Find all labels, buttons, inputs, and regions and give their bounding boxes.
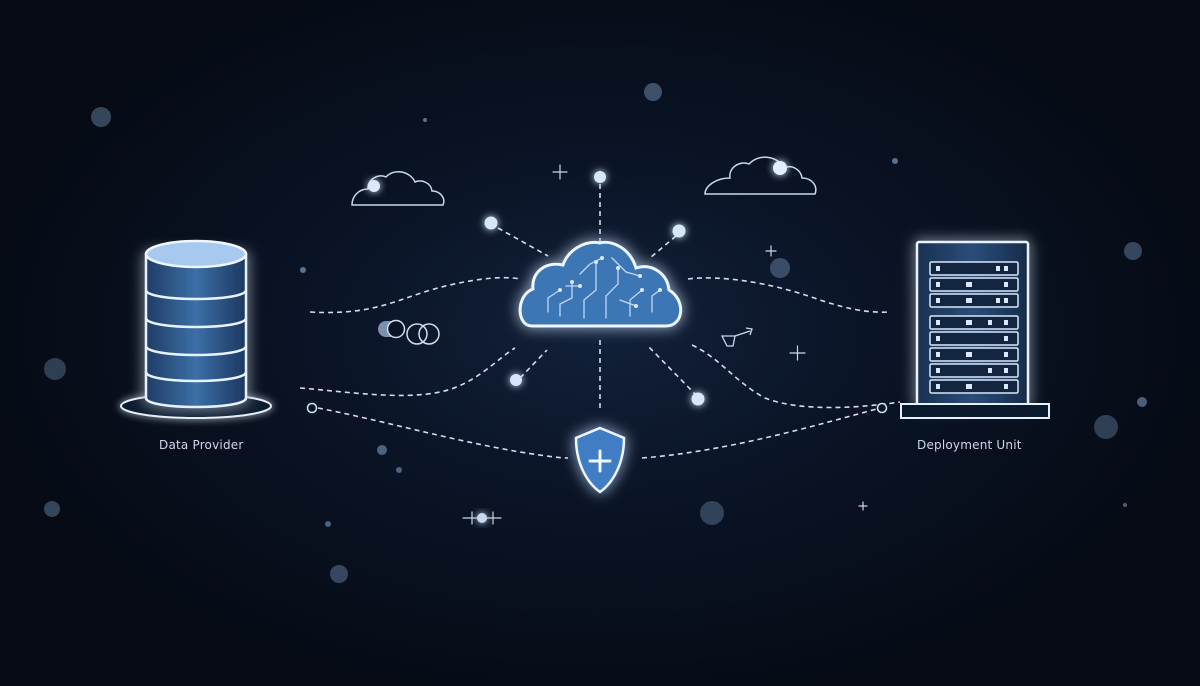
path-source-to-hub-upper: [309, 276, 521, 314]
sparkle-icon: [858, 501, 868, 511]
server-rack-icon: [900, 240, 1050, 419]
spoke-node: [594, 171, 606, 183]
small-cloud-right-icon: [704, 156, 817, 195]
shield-plus-icon: [574, 426, 626, 494]
particle: [644, 83, 662, 101]
spoke-nodes: [484, 171, 705, 406]
path-hub-to-target-lower: [691, 344, 901, 409]
particle: [770, 258, 790, 278]
particle: [396, 467, 402, 473]
database-icon: [120, 239, 272, 419]
path-hub-to-target-upper: [687, 277, 891, 313]
endpoint-left: [306, 402, 318, 414]
cloud-circuit-icon: [518, 240, 683, 328]
background-particles: [44, 83, 1147, 583]
data-provider-label: Data Provider: [159, 438, 244, 452]
sparkle-icon: [789, 345, 806, 361]
particle: [377, 445, 387, 455]
particle: [1123, 503, 1127, 507]
spoke-upper-right: [649, 235, 677, 259]
spoke-upper-left: [497, 227, 549, 257]
sparkle-icon: [765, 245, 777, 257]
particle: [44, 358, 66, 380]
particle: [423, 118, 427, 122]
deployment-unit-label: Deployment Unit: [917, 438, 1022, 452]
endpoint-right: [876, 402, 888, 414]
particle: [1137, 397, 1147, 407]
spoke-node: [691, 392, 705, 406]
sparkle-dot: [477, 513, 487, 523]
particle: [330, 565, 348, 583]
particle: [1124, 242, 1142, 260]
particle: [91, 107, 111, 127]
sparkle-icon: [552, 164, 568, 180]
toggle-icon: [378, 319, 440, 345]
spoke-node: [484, 216, 498, 230]
small-cloud-left-icon: [351, 170, 445, 206]
spoke-lower-right: [647, 345, 698, 397]
spoke-node: [672, 224, 686, 238]
path-source-to-hub-lower: [299, 347, 516, 397]
particle: [1094, 415, 1118, 439]
particle: [892, 158, 898, 164]
sparkles: [462, 164, 868, 525]
pipeline-glyph-icon: [720, 327, 753, 347]
spoke-lower-left: [519, 349, 548, 379]
particle: [44, 501, 60, 517]
connection-lines: [299, 184, 901, 459]
path-source-to-shield: [317, 407, 569, 459]
path-shield-to-target: [641, 407, 881, 459]
particle: [300, 267, 306, 273]
particle: [325, 521, 331, 527]
spoke-node: [510, 374, 522, 386]
particle: [700, 501, 724, 525]
